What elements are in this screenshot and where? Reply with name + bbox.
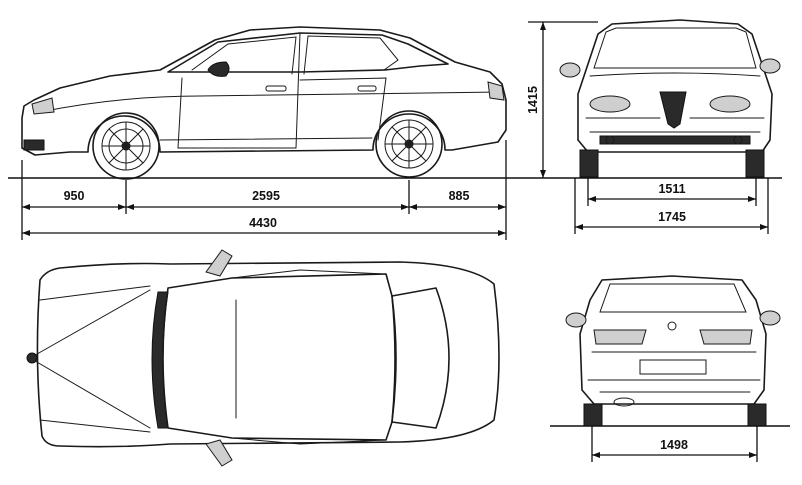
hood-v-lines: [29, 285, 151, 433]
side-taillight: [487, 81, 505, 101]
windshield: [593, 27, 757, 69]
rear-right-mirror: [759, 310, 781, 326]
rear-badge: [667, 321, 677, 331]
side-glass-top: [231, 269, 385, 279]
front-right-tyre: [745, 149, 765, 178]
side-view: [21, 26, 507, 180]
rear-view: [565, 275, 781, 427]
rear-left-taillight: [593, 329, 647, 345]
side-mirror: [207, 61, 230, 77]
front-view: [559, 19, 781, 178]
side-headlight: [31, 97, 55, 115]
front-door-handle: [265, 85, 287, 92]
rear-right-tyre: [747, 403, 767, 427]
front-left-tyre: [579, 149, 599, 178]
side-window-frame: [167, 32, 449, 73]
rear-window: [303, 35, 399, 75]
front-right-headlight: [709, 95, 751, 113]
side-crease: [39, 91, 501, 113]
top-rear-window: [391, 287, 450, 429]
side-glass-bottom: [231, 437, 385, 445]
overall-width-label: 1745: [658, 210, 686, 224]
b-pillar: [295, 32, 301, 149]
rear-door: [299, 77, 387, 141]
front-door: [177, 77, 297, 149]
front-left-headlight: [589, 95, 631, 113]
height-label: 1415: [526, 86, 540, 114]
rear-bumper: [587, 379, 761, 393]
rear-right-taillight: [699, 329, 753, 345]
front-right-mirror: [759, 58, 781, 74]
rear-window-glass: [599, 283, 747, 313]
top-left-mirror: [205, 249, 233, 277]
rear-track-label: 1498: [660, 438, 688, 452]
exhaust-pipe: [613, 397, 635, 407]
side-dimensions: 950 2595 885 4430: [21, 140, 507, 240]
front-left-foglight: [605, 135, 615, 145]
top-badge: [26, 352, 38, 364]
rear-left-tyre: [583, 403, 603, 427]
front-window: [191, 36, 297, 75]
front-track-label: 1511: [658, 182, 685, 196]
lower-air-intake: [599, 135, 751, 145]
front-dimensions: 1415 1511 1745: [526, 21, 769, 234]
front-right-foglight: [733, 135, 743, 145]
front-grille: [659, 91, 687, 129]
rear-dimensions: 1498: [591, 426, 758, 462]
top-right-mirror: [205, 439, 233, 467]
sill-line: [159, 137, 373, 141]
rear-left-mirror: [565, 312, 587, 328]
rear-door-handle: [357, 85, 377, 92]
front-foglight: [23, 139, 45, 151]
top-cabin: [162, 273, 396, 441]
wheelbase-label: 2595: [252, 189, 280, 203]
overall-length-label: 4430: [249, 216, 277, 230]
front-wheel: [92, 112, 160, 180]
top-body-outline: [36, 261, 500, 448]
front-left-mirror: [559, 62, 581, 78]
front-bumper: [585, 117, 765, 133]
rear-overhang-label: 885: [449, 189, 470, 203]
front-overhang-label: 950: [64, 189, 85, 203]
rear-wheel: [375, 110, 443, 178]
top-view: [26, 249, 500, 467]
plate-recess: [639, 359, 707, 375]
front-body-outline: [577, 19, 773, 153]
hood-line: [589, 72, 761, 77]
